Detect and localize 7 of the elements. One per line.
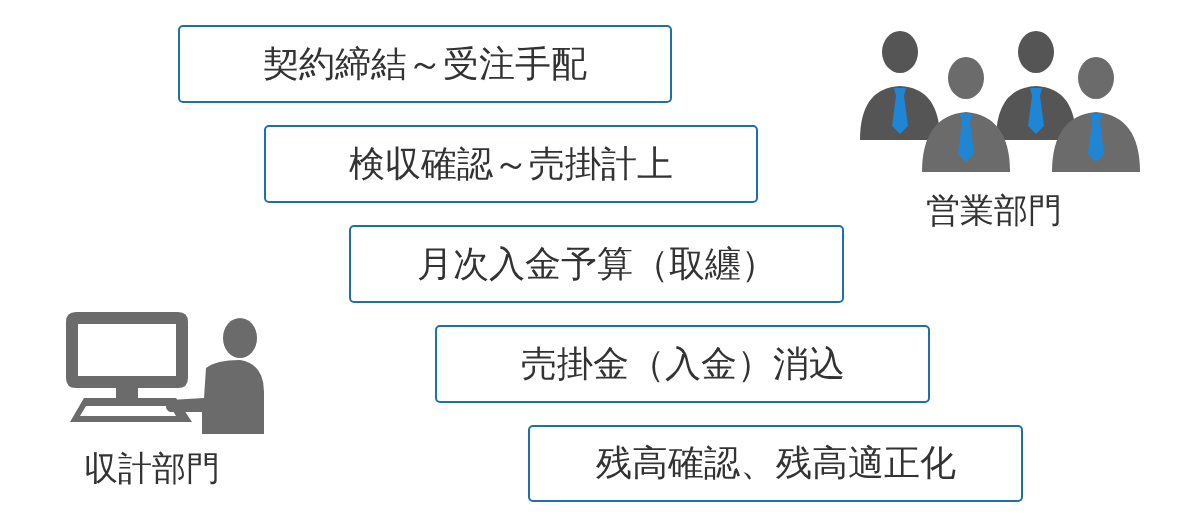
- process-box: 月次入金予算（取纏）: [349, 225, 844, 303]
- process-box: 残高確認、残高適正化: [528, 425, 1023, 502]
- department-label: 営業部門: [926, 189, 1062, 232]
- process-box: 検収確認～売掛計上: [264, 125, 758, 203]
- department-label: 収計部門: [84, 447, 220, 490]
- process-box: 売掛金（入金）消込: [435, 325, 930, 403]
- process-box: 契約締結～受注手配: [178, 25, 672, 103]
